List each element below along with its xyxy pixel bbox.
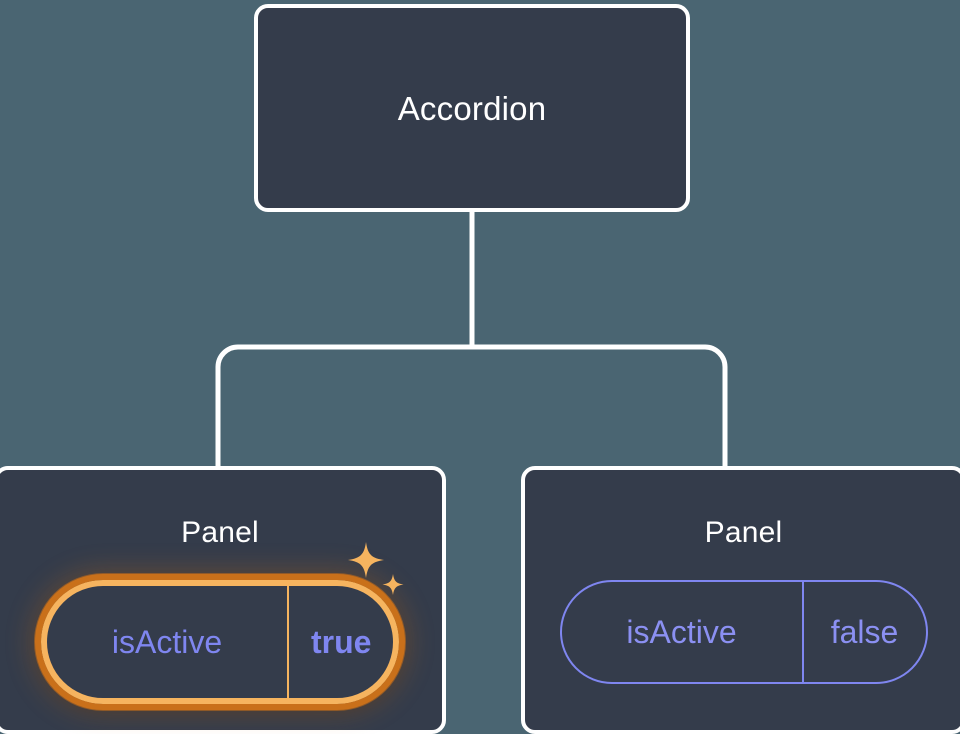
sparkle-large-icon <box>348 542 384 578</box>
accordion-node-title: Accordion <box>397 89 547 127</box>
prop-pill-right-value: false <box>830 614 899 650</box>
connector-branch-left <box>215 344 472 466</box>
prop-pill-left-divider <box>287 586 289 698</box>
prop-pill-wrap-right: isActive false <box>559 580 928 684</box>
prop-pill-left-name: isActive <box>111 624 223 660</box>
panel-node-right[interactable]: Panel isActive false <box>521 466 960 734</box>
panel-node-left[interactable]: Panel isActive true <box>0 466 446 734</box>
panel-node-right-title: Panel <box>704 516 783 549</box>
accordion-node[interactable]: Accordion <box>254 4 690 212</box>
prop-pill-is-active-true[interactable]: isActive true <box>35 574 405 710</box>
prop-pill-is-active-false[interactable]: isActive false <box>559 580 928 684</box>
prop-pill-left-value: true <box>311 624 372 660</box>
prop-pill-wrap-left: isActive true <box>35 574 405 710</box>
panel-node-left-title: Panel <box>181 516 259 549</box>
prop-pill-right-name: isActive <box>626 614 737 650</box>
connector-branch-right <box>472 344 728 466</box>
prop-pill-right-divider <box>801 582 804 682</box>
